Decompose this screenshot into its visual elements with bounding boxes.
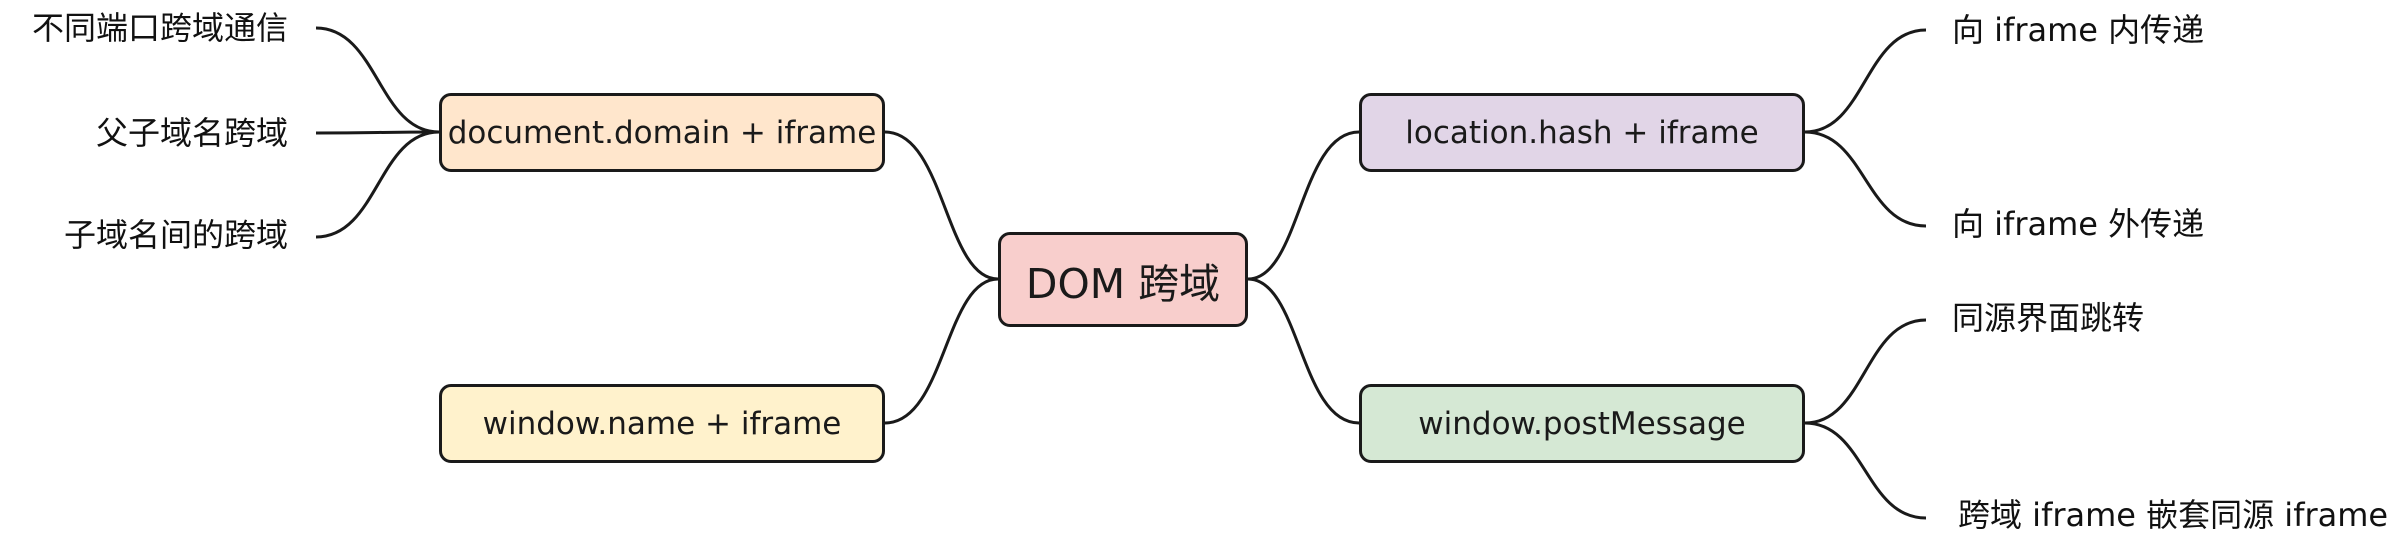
leaf-same-origin-redirect: 同源界面跳转 <box>1952 299 2145 337</box>
edge-docdomain-leaf-1 <box>315 26 440 134</box>
branch-node-document-domain[interactable]: document.domain + iframe <box>439 93 885 172</box>
edge-postmsg-leaf-1 <box>1804 318 1927 425</box>
edge-central-location-hash <box>1247 130 1360 281</box>
leaf-nested-iframe: 跨域 iframe 嵌套同源 iframe <box>1958 496 2389 534</box>
edge-lochash-leaf-2 <box>1804 130 1927 228</box>
branch-node-post-message[interactable]: window.postMessage <box>1359 384 1805 463</box>
leaf-parent-child-domain: 父子域名跨域 <box>95 114 288 152</box>
edge-central-window-name <box>884 277 999 425</box>
edge-docdomain-leaf-2 <box>315 130 440 135</box>
branch-node-location-hash[interactable]: location.hash + iframe <box>1359 93 1805 172</box>
leaf-pass-into-iframe: 向 iframe 内传递 <box>1952 11 2205 49</box>
edge-central-post-message <box>1247 277 1360 425</box>
edge-lochash-leaf-1 <box>1804 28 1927 134</box>
leaf-different-port: 不同端口跨域通信 <box>31 9 288 47</box>
central-node[interactable]: DOM 跨域 <box>998 232 1248 327</box>
edge-postmsg-leaf-2 <box>1804 421 1927 520</box>
leaf-pass-out-of-iframe: 向 iframe 外传递 <box>1952 205 2205 243</box>
leaf-subdomain: 子域名间的跨域 <box>63 216 288 254</box>
branch-node-window-name[interactable]: window.name + iframe <box>439 384 885 463</box>
edge-central-document-domain <box>884 130 999 281</box>
edge-docdomain-leaf-3 <box>315 130 440 239</box>
